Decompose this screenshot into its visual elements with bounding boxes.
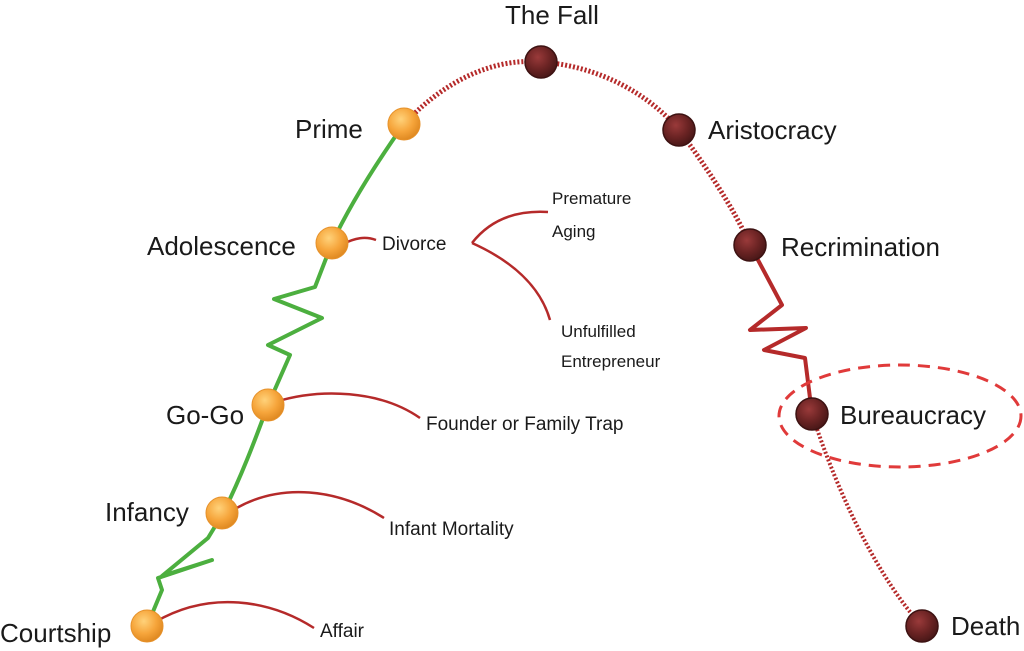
label-affair: Affair <box>320 621 365 642</box>
label-premature-aging-2: Aging <box>552 222 595 241</box>
label-aristocracy: Aristocracy <box>708 115 837 145</box>
label-recrimination: Recrimination <box>781 232 940 262</box>
growth-curve <box>145 122 406 628</box>
node-infancy <box>205 496 239 530</box>
node-gogo <box>251 388 285 422</box>
premature-aging-connector <box>471 210 549 244</box>
label-adolescence: Adolescence <box>147 231 296 261</box>
label-courtship: Courtship <box>0 618 111 648</box>
founder-trap-connector <box>274 392 421 420</box>
label-unfulfilled-1: Unfulfilled <box>561 322 636 341</box>
node-adolescence <box>315 226 349 260</box>
node-bureaucracy <box>795 397 829 431</box>
fall-arc <box>402 58 753 246</box>
label-unfulfilled-2: Entrepreneur <box>561 352 661 371</box>
infant-mortality-connector <box>229 490 385 520</box>
label-infant-mortality: Infant Mortality <box>389 519 514 540</box>
bureaucracy-highlight <box>777 363 1023 469</box>
label-infancy: Infancy <box>105 497 189 527</box>
label-founder-trap: Founder or Family Trap <box>426 414 623 435</box>
label-the-fall: The Fall <box>505 0 599 30</box>
node-the-fall <box>524 45 558 79</box>
node-recrimination <box>733 228 767 262</box>
unfulfilled-connector <box>471 241 552 321</box>
label-prime: Prime <box>295 114 363 144</box>
label-premature-aging-1: Premature <box>552 189 631 208</box>
label-death: Death <box>951 611 1020 641</box>
node-death <box>905 609 939 643</box>
label-bureaucracy: Bureaucracy <box>840 400 986 430</box>
recrimination-zigzag <box>748 244 814 415</box>
label-gogo: Go-Go <box>166 400 244 430</box>
node-aristocracy <box>662 113 696 147</box>
death-line <box>810 413 924 628</box>
affair-connector <box>154 600 315 630</box>
label-divorce: Divorce <box>382 234 446 255</box>
node-courtship <box>130 609 164 643</box>
node-prime <box>387 107 421 141</box>
